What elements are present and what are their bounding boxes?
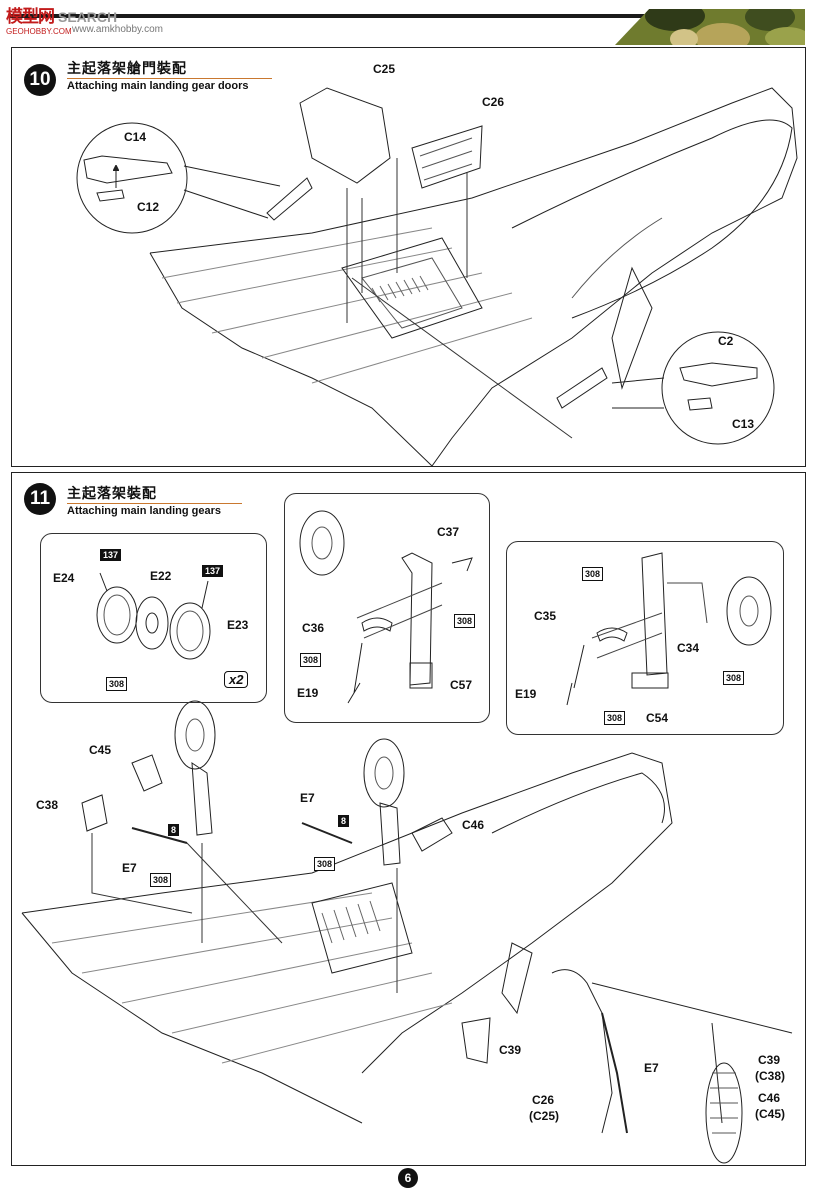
label-c2: C2: [718, 334, 734, 348]
paint-code-308-strut-left: 308: [300, 653, 322, 667]
step-10-title-en: Attaching main landing gear doors: [67, 80, 249, 92]
label-c57: C57: [450, 678, 473, 692]
left-strut-box: [284, 493, 490, 723]
quantity-x2-badge: x2: [224, 671, 249, 688]
label-e19-left: E19: [297, 686, 319, 700]
watermark-search: SEARCH: [58, 9, 118, 25]
label-c25: C25: [373, 62, 396, 76]
watermark-site: 模型网: [6, 7, 55, 26]
paint-code-308-top: 308: [582, 567, 604, 581]
label-c13: C13: [732, 417, 755, 431]
label-e19-right: E19: [515, 687, 537, 701]
step-11-title-rule: [67, 503, 242, 504]
part-badge-8-center: 8: [338, 815, 350, 827]
label-e7-left: E7: [122, 861, 137, 875]
label-c37: C37: [437, 525, 460, 539]
camouflage-banner: [615, 9, 805, 45]
step-10-title-cn: 主起落架艙門裝配: [67, 60, 187, 76]
label-c36: C36: [302, 621, 325, 635]
step-11-title-cn: 主起落架裝配: [67, 485, 157, 501]
label-c46: C46: [462, 818, 485, 832]
label-detail-e7: E7: [644, 1061, 659, 1075]
step-10-panel: 10 主起落架艙門裝配 Attaching main landing gear …: [11, 47, 806, 467]
label-c39: C39: [499, 1043, 522, 1057]
label-c35: C35: [534, 609, 557, 623]
step-11-title-en: Attaching main landing gears: [67, 505, 222, 517]
paint-code-137-right: 137: [202, 565, 224, 577]
step-11-panel: 11 主起落架裝配 Attaching main landing gears 1…: [11, 472, 806, 1166]
label-c26: C26: [482, 95, 505, 109]
label-c45: C45: [89, 743, 112, 757]
label-e7-center: E7: [300, 791, 315, 805]
label-detail-c46: C46: [758, 1091, 781, 1105]
step-10-drawing: [76, 87, 798, 466]
label-detail-c39: C39: [758, 1053, 781, 1067]
label-e23: E23: [227, 618, 249, 632]
paint-code-308-bottom: 308: [604, 711, 626, 725]
paint-code-308-main-left: 308: [150, 873, 172, 887]
paint-code-137-left: 137: [100, 549, 122, 561]
step-11-number: 11: [24, 483, 56, 515]
paint-code-308-wheel: 308: [106, 677, 128, 691]
right-strut-box: [506, 541, 784, 735]
label-detail-c45: (C45): [755, 1107, 786, 1121]
label-detail-c25: (C25): [529, 1109, 560, 1123]
top-rule: [10, 14, 805, 18]
wheel-assembly-box: [40, 533, 267, 703]
label-detail-c26: C26: [532, 1093, 555, 1107]
label-c54: C54: [646, 711, 669, 725]
paint-code-308-main-center: 308: [314, 857, 336, 871]
label-detail-c38: (C38): [755, 1069, 786, 1083]
watermark-small: GEOHOBBY.COM: [6, 27, 72, 36]
page-number: 6: [398, 1168, 418, 1188]
label-c12: C12: [137, 200, 160, 214]
label-c38: C38: [36, 798, 59, 812]
label-e22: E22: [150, 569, 172, 583]
label-c14: C14: [124, 130, 147, 144]
label-c34: C34: [677, 641, 700, 655]
paint-code-308-strut-right: 308: [454, 614, 476, 628]
watermark-url: www.amkhobby.com: [72, 24, 163, 35]
step-10-title-rule: [67, 78, 272, 79]
step-11-drawing: [21, 510, 793, 1164]
label-e24: E24: [53, 571, 75, 585]
part-badge-8-left: 8: [168, 824, 180, 836]
step-10-number: 10: [24, 64, 56, 96]
paint-code-308-wheel-right: 308: [723, 671, 745, 685]
